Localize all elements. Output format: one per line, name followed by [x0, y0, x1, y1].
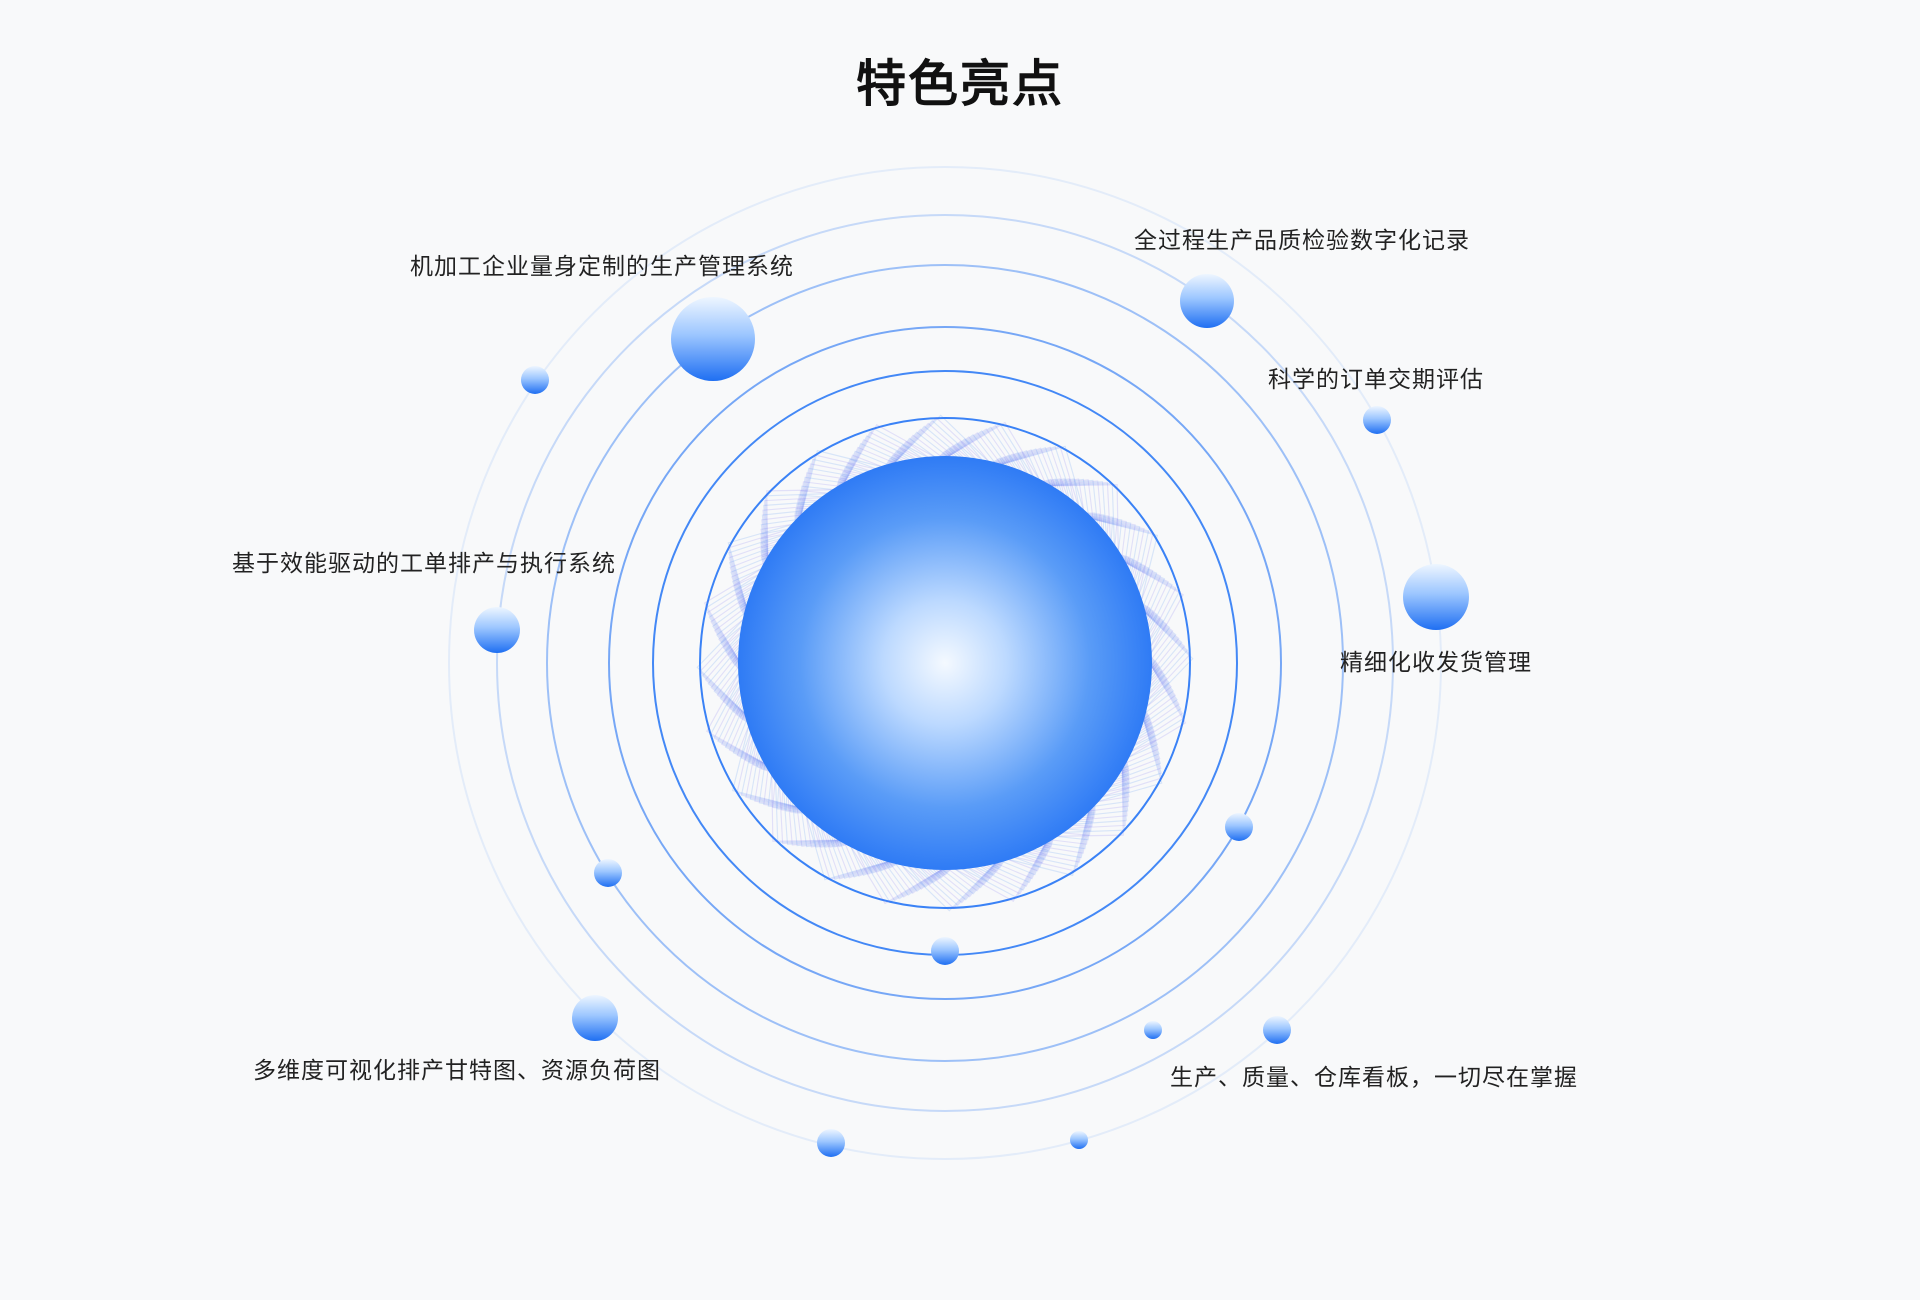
orbit-sphere — [1070, 1131, 1088, 1149]
orbit-sphere — [1363, 406, 1391, 434]
page-title: 特色亮点 — [856, 55, 1064, 113]
orbit-sphere — [1180, 274, 1234, 328]
orbit-sphere — [931, 937, 959, 965]
feature-label-quality-inspection: 全过程生产品质检验数字化记录 — [1134, 228, 1470, 254]
orbit-ring-2 — [496, 214, 1394, 1112]
orbit-sphere — [474, 607, 520, 653]
feature-label-delivery-evaluation: 科学的订单交期评估 — [1268, 367, 1484, 393]
orbit-sphere — [521, 366, 549, 394]
orbit-ring-1 — [448, 166, 1442, 1160]
orbit-sphere — [1263, 1016, 1291, 1044]
orbit-sphere — [671, 297, 755, 381]
orbit-sphere — [1403, 564, 1469, 630]
feature-label-shipping-management: 精细化收发货管理 — [1340, 650, 1532, 676]
feature-label-work-order-scheduling: 基于效能驱动的工单排产与执行系统 — [232, 551, 616, 577]
feature-label-dashboards: 生产、质量、仓库看板，一切尽在掌握 — [1170, 1065, 1578, 1091]
orbit-rings — [448, 166, 1442, 1160]
orbit-sphere — [594, 859, 622, 887]
feature-label-custom-mes: 机加工企业量身定制的生产管理系统 — [410, 254, 794, 280]
orbit-ring-3 — [546, 264, 1344, 1062]
orbit-sphere — [572, 995, 618, 1041]
orbit-spheres — [474, 274, 1469, 1157]
orbit-ring-4 — [608, 326, 1282, 1000]
orbit-ring-6 — [699, 417, 1191, 909]
orbit-sphere — [1225, 813, 1253, 841]
feature-label-gantt-charts: 多维度可视化排产甘特图、资源负荷图 — [253, 1058, 661, 1084]
core-sphere — [738, 456, 1152, 870]
orbit-sphere — [1144, 1021, 1162, 1039]
orbit-sphere — [817, 1129, 845, 1157]
